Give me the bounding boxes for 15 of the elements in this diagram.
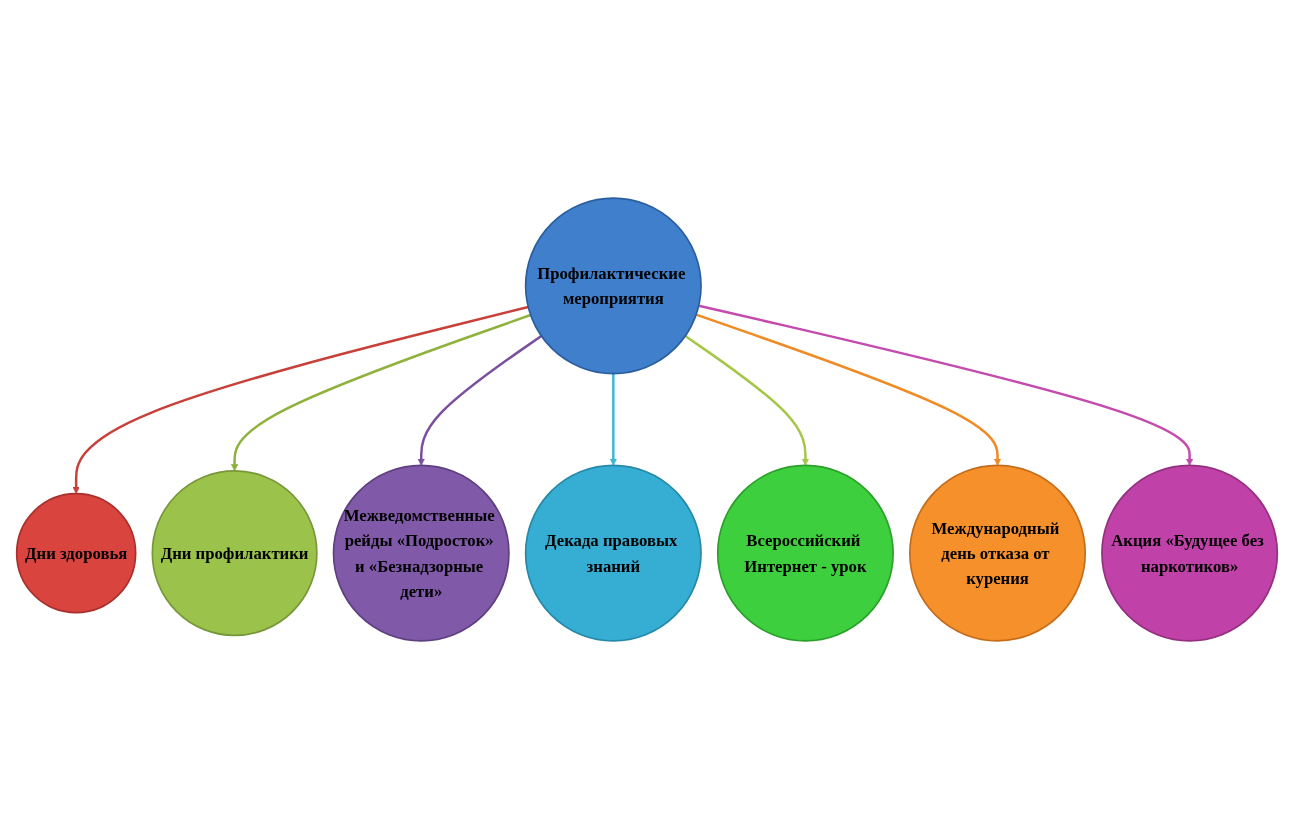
arrow — [684, 334, 810, 466]
node-circle: Дни здоровья — [15, 492, 137, 614]
node-circle: Акция «Будущее без наркотиков» — [1101, 464, 1279, 642]
node-circle: Дни профилактики — [151, 470, 318, 637]
arrow — [698, 304, 1194, 466]
arrow — [695, 313, 1002, 466]
node-circle: Декада правовых знаний — [524, 464, 702, 642]
node-circle: Международный день отказа от курения — [909, 464, 1087, 642]
arrow — [417, 334, 543, 466]
node-circle: Межведомственные рейды «Подросток» и «Безнадзорные дети» — [332, 464, 510, 642]
arrow — [230, 313, 532, 472]
arrow — [609, 373, 617, 466]
arrow — [72, 305, 529, 494]
node-circle: Профилактические мероприятия — [524, 197, 702, 375]
node-circle: Всероссийский Интернет - урок — [716, 464, 894, 642]
